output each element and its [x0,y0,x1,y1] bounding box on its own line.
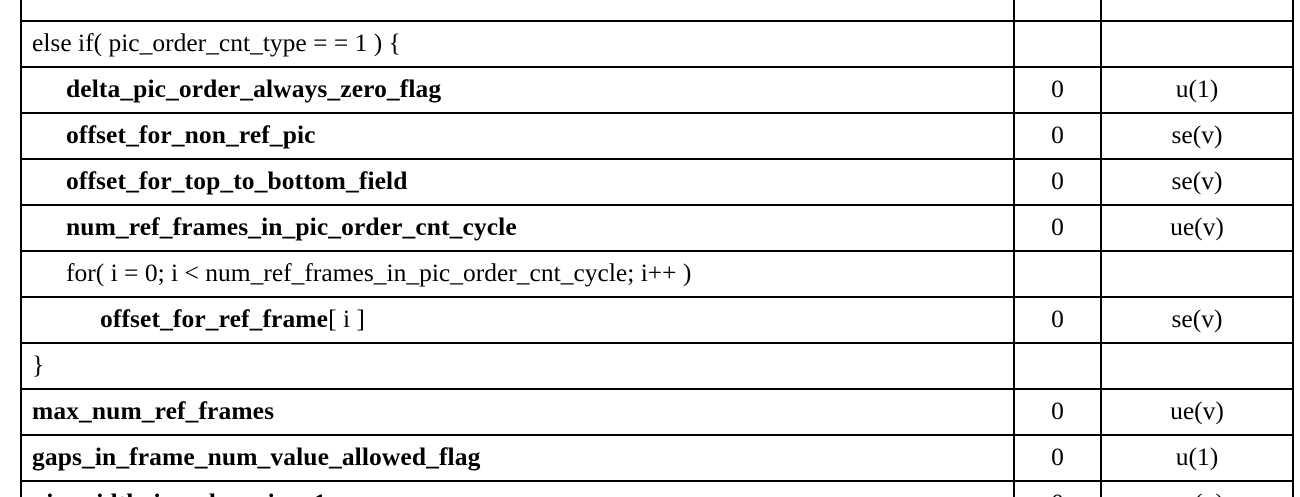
syntax-cell: } [20,342,1015,390]
syntax-index-suffix: [ i ] [328,304,365,334]
descriptor-value [1102,43,1292,46]
category-value [1015,273,1100,276]
descriptor-cell: se(v) [1100,296,1294,344]
table-row [20,0,1294,22]
syntax-cell: offset_for_non_ref_pic [20,112,1015,160]
descriptor-cell [1100,0,1294,22]
category-cell: 0 [1013,480,1102,497]
syntax-control-text: } [32,350,45,380]
category-cell: 0 [1013,434,1102,482]
category-value: 0 [1015,490,1100,497]
syntax-text: else if( pic_order_cnt_type = = 1 ) { [22,30,1013,58]
descriptor-cell: ue(v) [1100,480,1294,497]
category-value [1015,43,1100,46]
category-cell: 0 [1013,296,1102,344]
syntax-text: num_ref_frames_in_pic_order_cnt_cycle [22,214,1013,242]
syntax-text: pic_width_in_mbs_minus1 [22,490,1013,497]
category-value: 0 [1051,395,1064,425]
syntax-cell: else if( pic_order_cnt_type = = 1 ) { [20,20,1015,68]
syntax-text: delta_pic_order_always_zero_flag [22,76,1013,104]
syntax-cell: offset_for_top_to_bottom_field [20,158,1015,206]
table-row: offset_for_ref_frame[ i ] 0 se(v) [20,296,1294,344]
category-cell: 0 [1013,204,1102,252]
table-row: else if( pic_order_cnt_type = = 1 ) { [20,20,1294,68]
syntax-cell: num_ref_frames_in_pic_order_cnt_cycle [20,204,1015,252]
descriptor-value: se(v) [1171,165,1223,195]
descriptor-value: se(v) [1171,119,1223,149]
table-row: offset_for_top_to_bottom_field 0 se(v) [20,158,1294,206]
table-row: pic_width_in_mbs_minus1 0ue(v) [20,480,1294,497]
table-row: num_ref_frames_in_pic_order_cnt_cycle 0 ue… [20,204,1294,252]
descriptor-value: ue(v) [1170,395,1224,425]
syntax-cell: pic_width_in_mbs_minus1 [20,480,1015,497]
syntax-text: max_num_ref_frames [22,398,1013,426]
category-cell [1013,250,1102,298]
syntax-text [22,0,1013,1]
syntax-element-name: pic_width_in_mbs_minus1 [32,488,326,497]
descriptor-cell: ue(v) [1100,388,1294,436]
descriptor-cell [1100,250,1294,298]
syntax-control-text: for( i = 0; i < num_ref_frames_in_pic_or… [66,258,692,288]
syntax-element-name: max_num_ref_frames [32,396,275,426]
descriptor-cell: se(v) [1100,158,1294,206]
descriptor-cell: ue(v) [1100,204,1294,252]
syntax-element-name: offset_for_non_ref_pic [66,120,316,150]
table-row: offset_for_non_ref_pic 0 se(v) [20,112,1294,160]
syntax-cell: for( i = 0; i < num_ref_frames_in_pic_or… [20,250,1015,298]
syntax-element-name: offset_for_ref_frame [100,304,329,334]
descriptor-value [1102,273,1292,276]
category-cell: 0 [1013,158,1102,206]
category-cell [1013,0,1102,22]
syntax-cell [20,0,1015,22]
category-cell: 0 [1013,66,1102,114]
category-value: 0 [1051,73,1064,103]
syntax-cell: gaps_in_frame_num_value_allowed_flag [20,434,1015,482]
category-value: 0 [1051,211,1064,241]
descriptor-cell [1100,342,1294,390]
category-value: 0 [1051,441,1064,471]
descriptor-value [1102,0,1292,2]
syntax-control-text: else if( pic_order_cnt_type = = 1 ) { [32,28,401,58]
table-row: max_num_ref_frames 0 ue(v) [20,388,1294,436]
table-row: gaps_in_frame_num_value_allowed_flag 0 u(1… [20,434,1294,482]
category-value: 0 [1051,303,1064,333]
table-row: for( i = 0; i < num_ref_frames_in_pic_or… [20,250,1294,298]
table-row: } [20,342,1294,390]
descriptor-value: ue(v) [1102,490,1292,497]
descriptor-value: se(v) [1171,303,1223,333]
table-row: delta_pic_order_always_zero_flag 0 u(1) [20,66,1294,114]
category-cell: 0 [1013,112,1102,160]
syntax-cell: delta_pic_order_always_zero_flag [20,66,1015,114]
category-value [1015,365,1100,368]
descriptor-value: u(1) [1175,441,1219,471]
descriptor-value: ue(v) [1170,211,1224,241]
category-value: 0 [1051,165,1064,195]
descriptor-cell: u(1) [1100,434,1294,482]
descriptor-cell [1100,20,1294,68]
category-value: 0 [1051,119,1064,149]
syntax-table: else if( pic_order_cnt_type = = 1 ) { del… [20,0,1294,497]
syntax-text: offset_for_top_to_bottom_field [22,168,1013,196]
descriptor-cell: se(v) [1100,112,1294,160]
syntax-cell: offset_for_ref_frame[ i ] [20,296,1015,344]
descriptor-value [1102,365,1292,368]
syntax-element-name: num_ref_frames_in_pic_order_cnt_cycle [66,212,517,242]
syntax-text: for( i = 0; i < num_ref_frames_in_pic_or… [22,260,1013,288]
syntax-table-body: else if( pic_order_cnt_type = = 1 ) { del… [20,0,1294,497]
syntax-element-name: offset_for_top_to_bottom_field [66,166,408,196]
descriptor-cell: u(1) [1100,66,1294,114]
category-cell: 0 [1013,388,1102,436]
syntax-text: } [22,352,1013,380]
syntax-text: offset_for_non_ref_pic [22,122,1013,150]
descriptor-value: u(1) [1175,73,1219,103]
category-cell [1013,342,1102,390]
syntax-cell: max_num_ref_frames [20,388,1015,436]
syntax-element-name: delta_pic_order_always_zero_flag [66,74,442,104]
syntax-text: gaps_in_frame_num_value_allowed_flag [22,444,1013,472]
syntax-element-name: gaps_in_frame_num_value_allowed_flag [32,442,481,472]
category-value [1015,0,1100,2]
category-cell [1013,20,1102,68]
syntax-text: offset_for_ref_frame[ i ] [22,306,1013,334]
